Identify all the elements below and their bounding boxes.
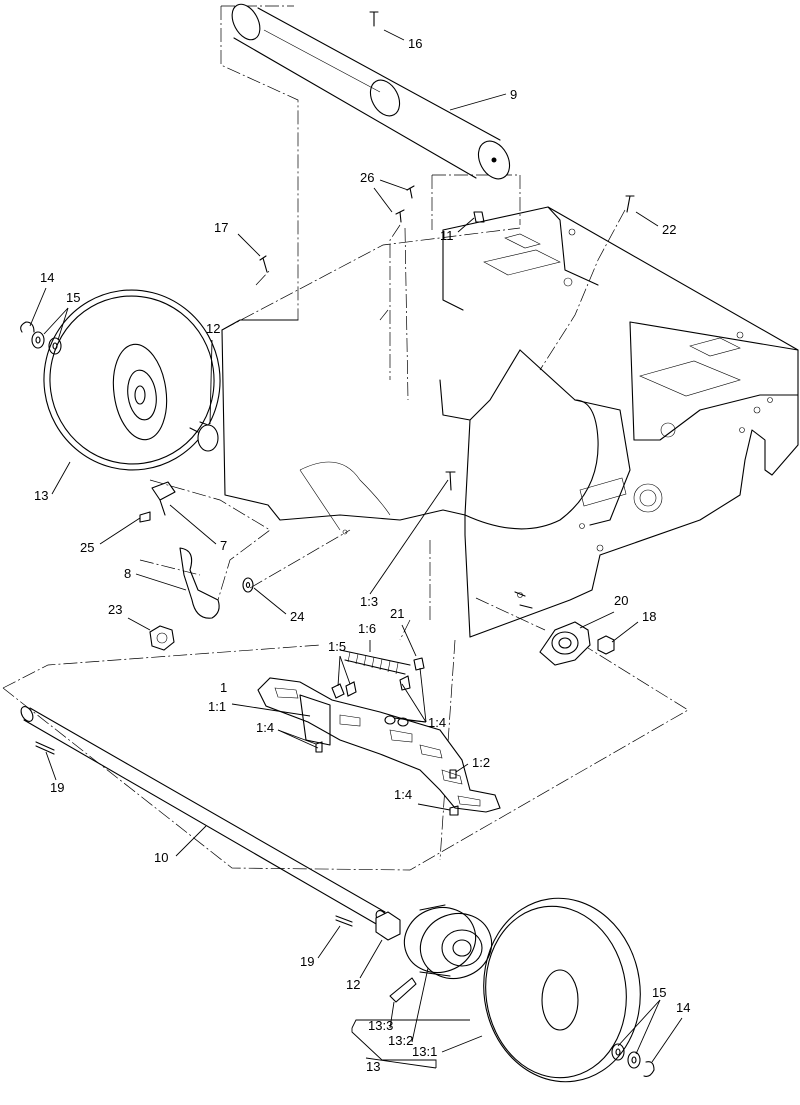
main-frame [442,206,799,638]
callout-label: 1:1 [208,699,226,714]
callout-label: 9 [510,87,517,102]
callout-label: 20 [614,593,628,608]
axle [20,706,389,927]
callout-label: 19 [50,780,64,795]
callout-label: 14 [40,270,54,285]
leader-lines [29,29,683,1069]
callout-label: 23 [108,602,122,617]
callout-label: 13:2 [388,1033,413,1048]
lever-assembly [139,481,348,651]
callout-label: 1 [220,680,227,695]
callout-label: 15 [652,985,666,1000]
side-panel [221,319,521,531]
callout-label: 12 [206,321,220,336]
callout-label: 1:3 [360,594,378,609]
callout-label: 1:4 [256,720,274,735]
callout-label: 14 [676,1000,690,1015]
callout-label: 11 [440,228,454,243]
callout-label: 16 [408,36,422,51]
callout-label: 15 [66,290,80,305]
callout-label: 12 [346,977,360,992]
phantom-lines [2,5,689,871]
callout-label: 24 [290,609,304,624]
callout-label: 10 [154,850,168,865]
callout-label: 1:6 [358,621,376,636]
callout-label: 21 [390,606,404,621]
right-wheel [375,897,655,1083]
left-wheel [20,289,221,471]
callout-labels: 16 9 26 17 11 22 14 15 12 13 25 7 8 23 24 1:3 21 20 18 1:6 1… [34,36,690,1074]
spring [339,649,425,691]
callout-label: 1:2 [472,755,490,770]
callout-label: 13:3 [368,1018,393,1033]
callout-label: 13:1 [412,1044,437,1059]
roller-pipe [231,3,511,180]
callout-label: 7 [220,538,227,553]
callout-label: 1:5 [328,639,346,654]
linkage-plate [257,677,501,816]
callout-label: 13 [34,488,48,503]
hardware-bolts [259,11,635,491]
callout-label: 19 [300,954,314,969]
callout-label: 1:4 [394,787,412,802]
bearing-assembly [514,591,615,666]
callout-label: 13 [366,1059,380,1074]
callout-label: 17 [214,220,228,235]
callout-label: 26 [360,170,374,185]
callout-label: 22 [662,222,676,237]
callout-label: 25 [80,540,94,555]
callout-label: 1:4 [428,715,446,730]
callout-label: 8 [124,566,131,581]
callout-label: 18 [642,609,656,624]
